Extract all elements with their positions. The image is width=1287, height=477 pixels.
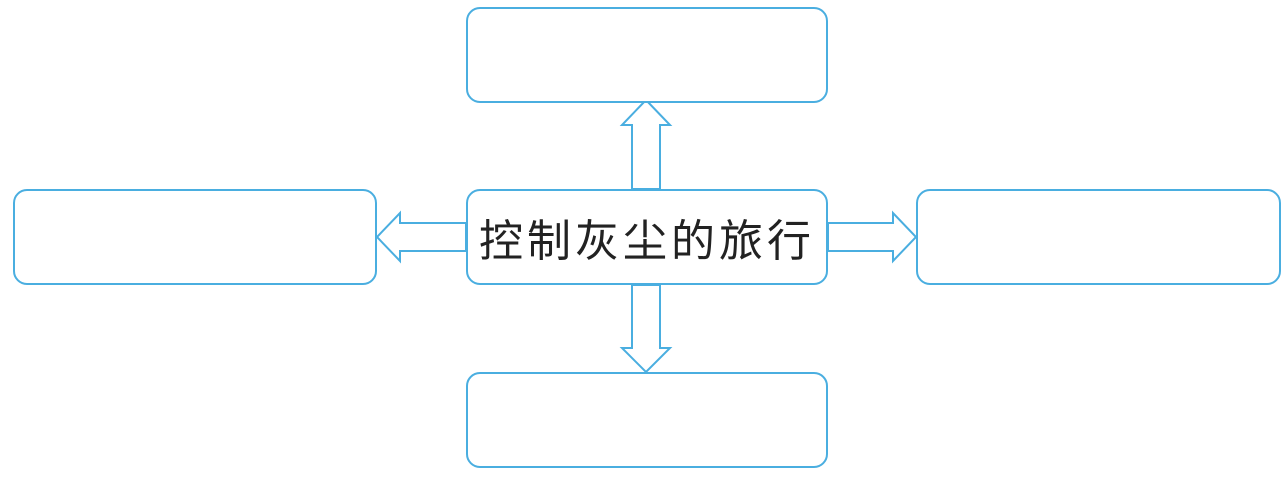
left-blank-box xyxy=(13,189,377,285)
up-arrow xyxy=(619,98,673,190)
right-blank-box xyxy=(916,189,1281,285)
left-arrow xyxy=(375,210,467,264)
top-blank-box xyxy=(466,7,828,103)
center-topic-box: 控制灰尘的旅行 xyxy=(466,189,828,285)
down-arrow xyxy=(619,284,673,374)
bottom-blank-box xyxy=(466,372,828,468)
center-topic-label: 控制灰尘的旅行 xyxy=(479,216,815,267)
right-arrow xyxy=(827,210,918,264)
